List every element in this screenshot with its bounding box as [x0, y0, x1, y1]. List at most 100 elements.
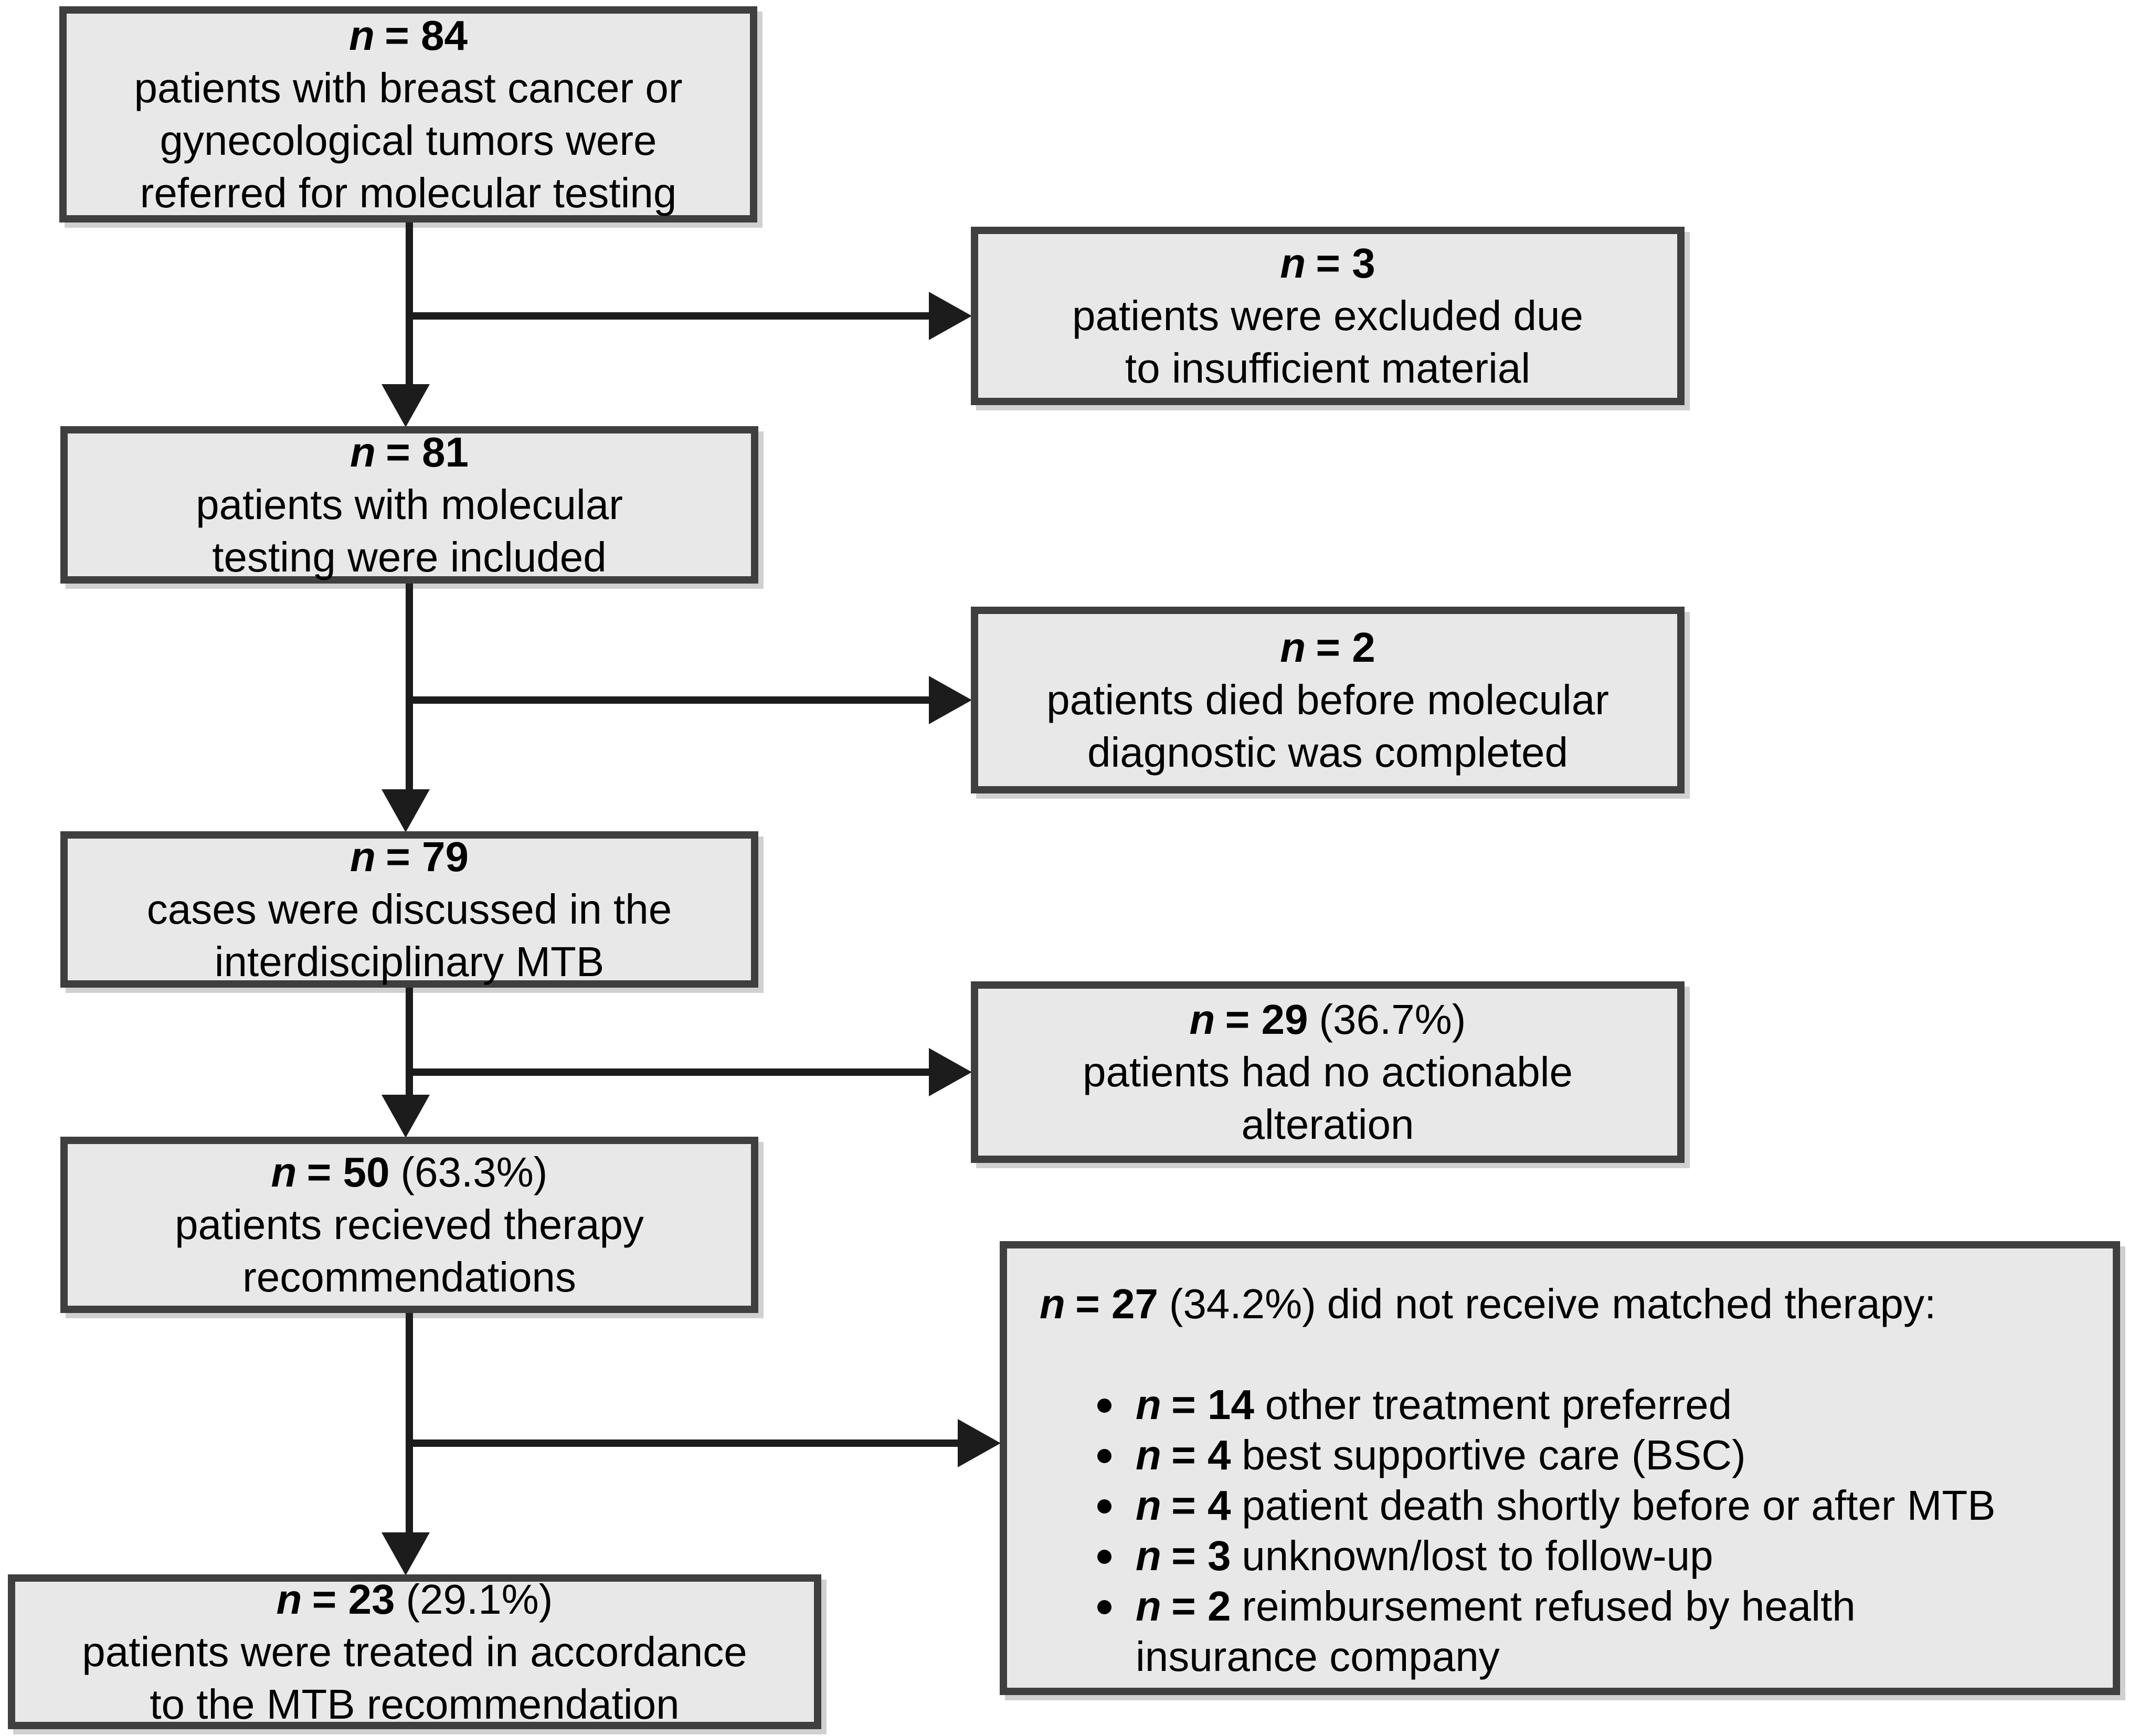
n-symbol: n [350, 833, 376, 880]
bullet-icon [1097, 1600, 1111, 1614]
arrowhead-down-recommendations [382, 1095, 430, 1138]
count-line: n= 81 [350, 426, 469, 479]
arrowhead-down-included [382, 384, 430, 427]
count-line: n= 29(36.7%) [1190, 993, 1466, 1046]
arrowhead-down-treated [382, 1532, 430, 1575]
text-line: patients were excluded due [1072, 292, 1583, 339]
text-line: referred for molecular testing [140, 170, 677, 216]
text-line: testing were included [212, 534, 607, 580]
arrowhead-down-discussed [382, 789, 430, 832]
node-excluded-insufficient-material: n= 3 patients were excluded due to insuf… [971, 227, 1685, 405]
reason-text: other treatment preferred [1265, 1381, 1732, 1428]
node-therapy-recommendations: n= 50(63.3%) patients recieved therapy r… [60, 1137, 758, 1313]
n-value: = 4 [1171, 1432, 1231, 1478]
text-line: to the MTB recommendation [150, 1680, 680, 1728]
text-line: interdisciplinary MTB [214, 938, 605, 985]
connector-discussed-to-recommendations [406, 988, 413, 1097]
n-symbol: n [1136, 1583, 1161, 1629]
count-line: n= 27(34.2%)did not receive matched ther… [1040, 1279, 1936, 1329]
n-value: = 3 [1171, 1532, 1231, 1579]
reason-text: best supportive care (BSC) [1242, 1432, 1746, 1478]
count-line: n= 79 [350, 831, 469, 883]
arrowhead-right-died [929, 676, 972, 724]
n-symbol: n [1136, 1432, 1161, 1478]
n-value: = 50 [306, 1149, 390, 1195]
node-referred-for-molecular-testing: n= 84 patients with breast cancer or gyn… [59, 6, 757, 223]
node-included-molecular-testing: n= 81 patients with molecular testing we… [60, 426, 758, 584]
count-line: n= 84 [349, 9, 468, 62]
n-symbol: n [1189, 996, 1215, 1043]
text-line: patients recieved therapy [175, 1201, 644, 1248]
n-value: = 23 [312, 1575, 395, 1623]
n-value: = 81 [386, 429, 469, 475]
connector-referred-to-included [406, 223, 413, 386]
text-line: patients with molecular [196, 481, 623, 528]
text-line: diagnostic was completed [1087, 729, 1569, 776]
connector-recommendations-to-treated [406, 1313, 413, 1534]
n-symbol: n [271, 1149, 297, 1195]
connector-branch-excluded [406, 312, 931, 320]
bullet-icon [1097, 1550, 1111, 1564]
n-symbol: n [1136, 1381, 1161, 1428]
percent: (29.1%) [406, 1575, 553, 1623]
n-value: = 79 [386, 833, 469, 880]
text-line: patients with breast cancer or [134, 65, 683, 111]
count-line: n= 23(29.1%) [277, 1573, 553, 1626]
percent: (63.3%) [400, 1149, 548, 1195]
reason-text: unknown/lost to follow-up [1242, 1532, 1713, 1579]
connector-included-to-discussed [406, 584, 413, 791]
text-line: patients had no actionable [1082, 1049, 1573, 1095]
bullet-icon [1097, 1399, 1111, 1413]
reason-text: patient death shortly before or after MT… [1242, 1482, 1996, 1529]
text-line: to insufficient material [1125, 345, 1531, 391]
count-line: n= 3 [1280, 237, 1375, 290]
arrowhead-right-excluded [929, 292, 972, 340]
text-line: patients were treated in accordance [82, 1628, 747, 1675]
n-symbol: n [1280, 624, 1306, 671]
n-symbol: n [1136, 1532, 1161, 1579]
node-treated-per-mtb-recommendation: n= 23(29.1%) patients were treated in ac… [8, 1574, 821, 1729]
count-line: n= 50(63.3%) [271, 1146, 548, 1199]
node-no-actionable-alteration: n= 29(36.7%) patients had no actionable … [971, 981, 1685, 1163]
percent: (36.7%) [1319, 996, 1466, 1043]
arrowhead-right-not-matched [958, 1419, 1001, 1467]
bullet-icon [1097, 1449, 1111, 1463]
n-value: = 3 [1316, 240, 1375, 287]
n-value: = 27 [1075, 1280, 1158, 1327]
n-value: = 14 [1171, 1381, 1254, 1428]
text-line: patients died before molecular [1046, 676, 1609, 723]
arrowhead-right-no-actionable [929, 1048, 972, 1096]
n-value: = 2 [1171, 1583, 1231, 1629]
text-line: cases were discussed in the [146, 886, 672, 933]
count-line: n= 2 [1280, 621, 1375, 674]
reason-text: reimbursement refused by health insuranc… [1136, 1583, 1856, 1680]
n-symbol: n [1136, 1482, 1161, 1529]
n-value: = 29 [1225, 996, 1308, 1043]
text-line: gynecological tumors were [160, 117, 657, 164]
n-symbol: n [350, 429, 376, 475]
connector-branch-died [406, 696, 931, 704]
node-died-before-diagnostic-completed: n= 2 patients died before molecular diag… [971, 607, 1685, 793]
text-line: recommendations [242, 1254, 576, 1300]
n-value: = 4 [1171, 1482, 1231, 1529]
n-symbol: n [1280, 240, 1306, 287]
n-symbol: n [276, 1575, 302, 1623]
n-symbol: n [1040, 1280, 1065, 1327]
text-line: alteration [1241, 1101, 1414, 1148]
n-symbol: n [349, 12, 375, 59]
node-did-not-receive-matched-therapy: n= 27(34.2%)did not receive matched ther… [1000, 1241, 2120, 1695]
header-text: did not receive matched therapy: [1327, 1280, 1936, 1327]
connector-branch-no-actionable [406, 1068, 931, 1076]
